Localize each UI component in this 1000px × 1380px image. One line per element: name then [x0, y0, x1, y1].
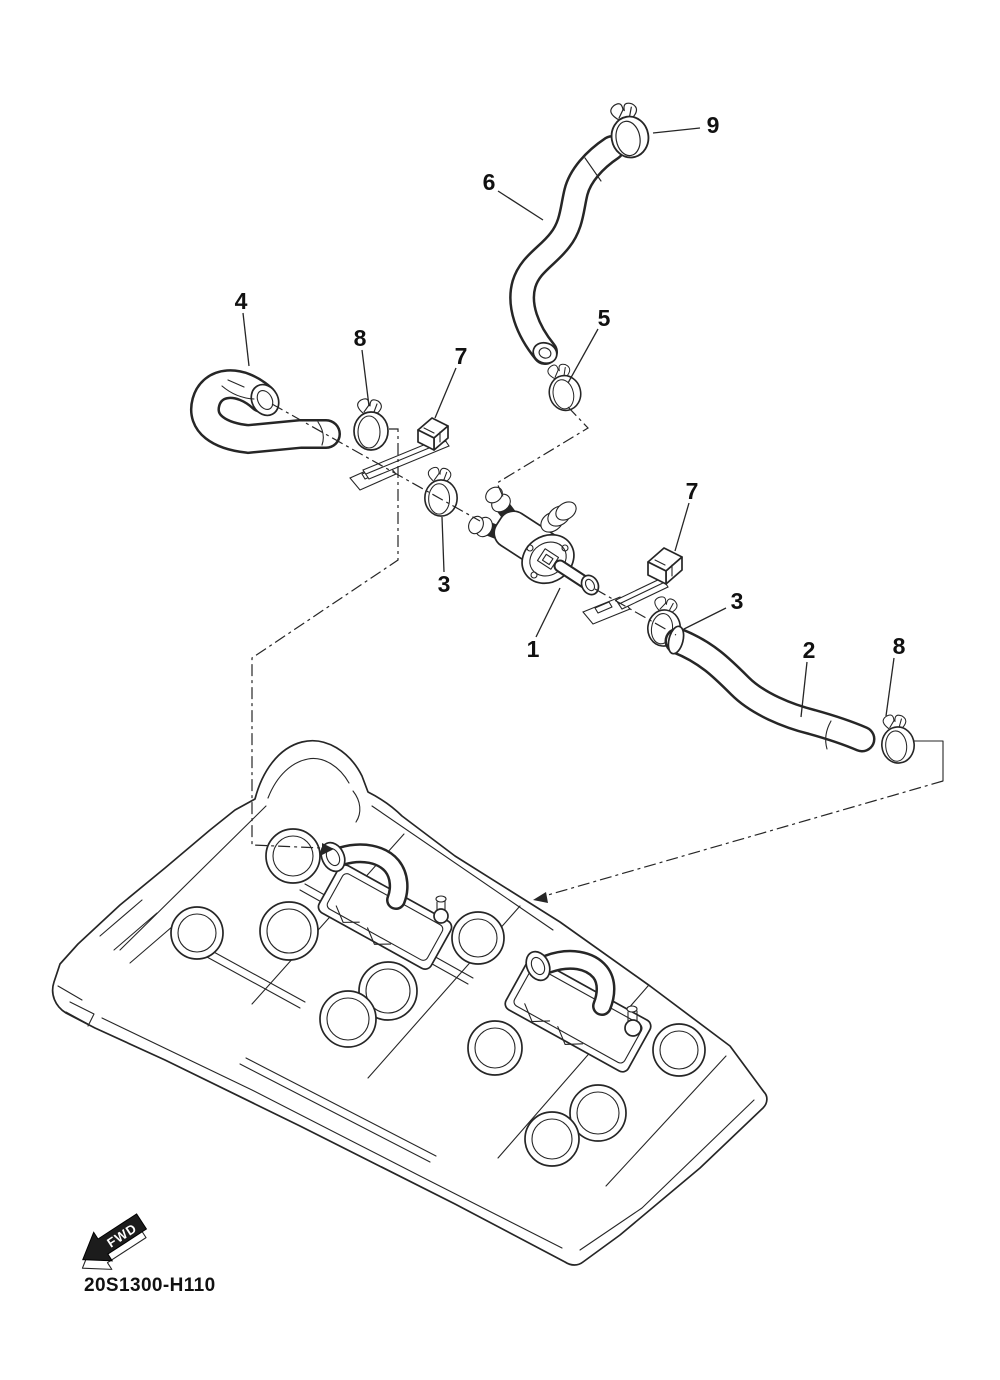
callout-label: 8 [354, 325, 367, 351]
air-cut-valve-1 [468, 486, 600, 596]
callout-label: 3 [731, 588, 744, 614]
breather-elbow-rear [525, 949, 616, 1016]
hose-clamp-3-left [424, 466, 458, 517]
port-circle [358, 961, 418, 1021]
callout-label: 2 [803, 637, 816, 663]
callout-leader [885, 657, 895, 717]
bracket-7-right [647, 547, 683, 585]
hose-clamp-5 [542, 359, 585, 415]
port-circle [170, 906, 224, 960]
callout-leader [535, 587, 561, 638]
ref-arrow-front [322, 843, 334, 855]
callout-label: 8 [893, 633, 906, 659]
callout-leader [567, 328, 599, 384]
ref-line-hose4-to-valve [271, 403, 481, 522]
hose-clamp-8-right [878, 712, 917, 766]
ref-line-to-front-port [251, 428, 399, 849]
callout-label: 3 [438, 571, 451, 597]
port-circle [524, 1111, 580, 1167]
ref-line-corner [913, 740, 944, 782]
ref-line-to-rear-port [540, 780, 944, 898]
hose-4 [190, 369, 341, 455]
callout-label: 5 [598, 305, 611, 331]
callout-leader [652, 127, 701, 134]
callout-leader [497, 190, 544, 221]
port-circle [569, 1084, 627, 1142]
callout-leader [800, 661, 808, 718]
callout-leader [674, 502, 690, 552]
callout-leader [242, 312, 250, 367]
cover-ports [170, 828, 706, 1167]
bolt-boss-rear [624, 1005, 642, 1037]
port-circle [451, 911, 505, 965]
callout-label: 1 [527, 636, 540, 662]
hose-clamp-8-left [353, 397, 389, 451]
hose-2 [664, 625, 876, 753]
cover-rim-lines [101, 805, 755, 1251]
callout-label: 7 [686, 478, 699, 504]
hose-6 [509, 135, 625, 365]
callout-label: 9 [707, 112, 720, 138]
coil-cover-box-front [317, 841, 453, 970]
callouts-layer: 9 6 5 4 8 7 3 1 7 3 2 8 [235, 112, 906, 718]
port-circle [319, 990, 377, 1048]
port-circle [265, 828, 321, 884]
part-code-label: 20S1300-H110 [84, 1275, 216, 1296]
callout-label: 6 [483, 169, 496, 195]
cover-arm-ridges [99, 805, 267, 964]
port-circle [259, 901, 319, 961]
cover-hump-line [267, 757, 350, 799]
port-circle [652, 1023, 706, 1077]
callout-leader [361, 349, 370, 407]
port-circle [467, 1020, 523, 1076]
bracket-7-left [417, 417, 449, 451]
coil-cover-box-rear [504, 949, 652, 1073]
callout-label: 4 [235, 288, 248, 314]
fwd-arrow-icon: FWD [81, 1213, 148, 1270]
ref-line-clamp5-to-valve [496, 406, 589, 500]
callout-label: 7 [455, 343, 468, 369]
callout-leader [441, 516, 445, 573]
cylinder-head-cover [51, 739, 768, 1266]
ref-line-valve-to-hose2 [594, 588, 677, 636]
callout-leader [434, 367, 457, 419]
ref-arrow-rear [533, 892, 548, 903]
callout-leader [683, 607, 727, 630]
cover-foot-detail [57, 985, 95, 1027]
cover-saddle-line [352, 790, 361, 823]
cover-panel-lines [251, 833, 727, 1187]
assembly-reference-lines [251, 403, 944, 903]
bolt-boss-front [433, 895, 449, 924]
